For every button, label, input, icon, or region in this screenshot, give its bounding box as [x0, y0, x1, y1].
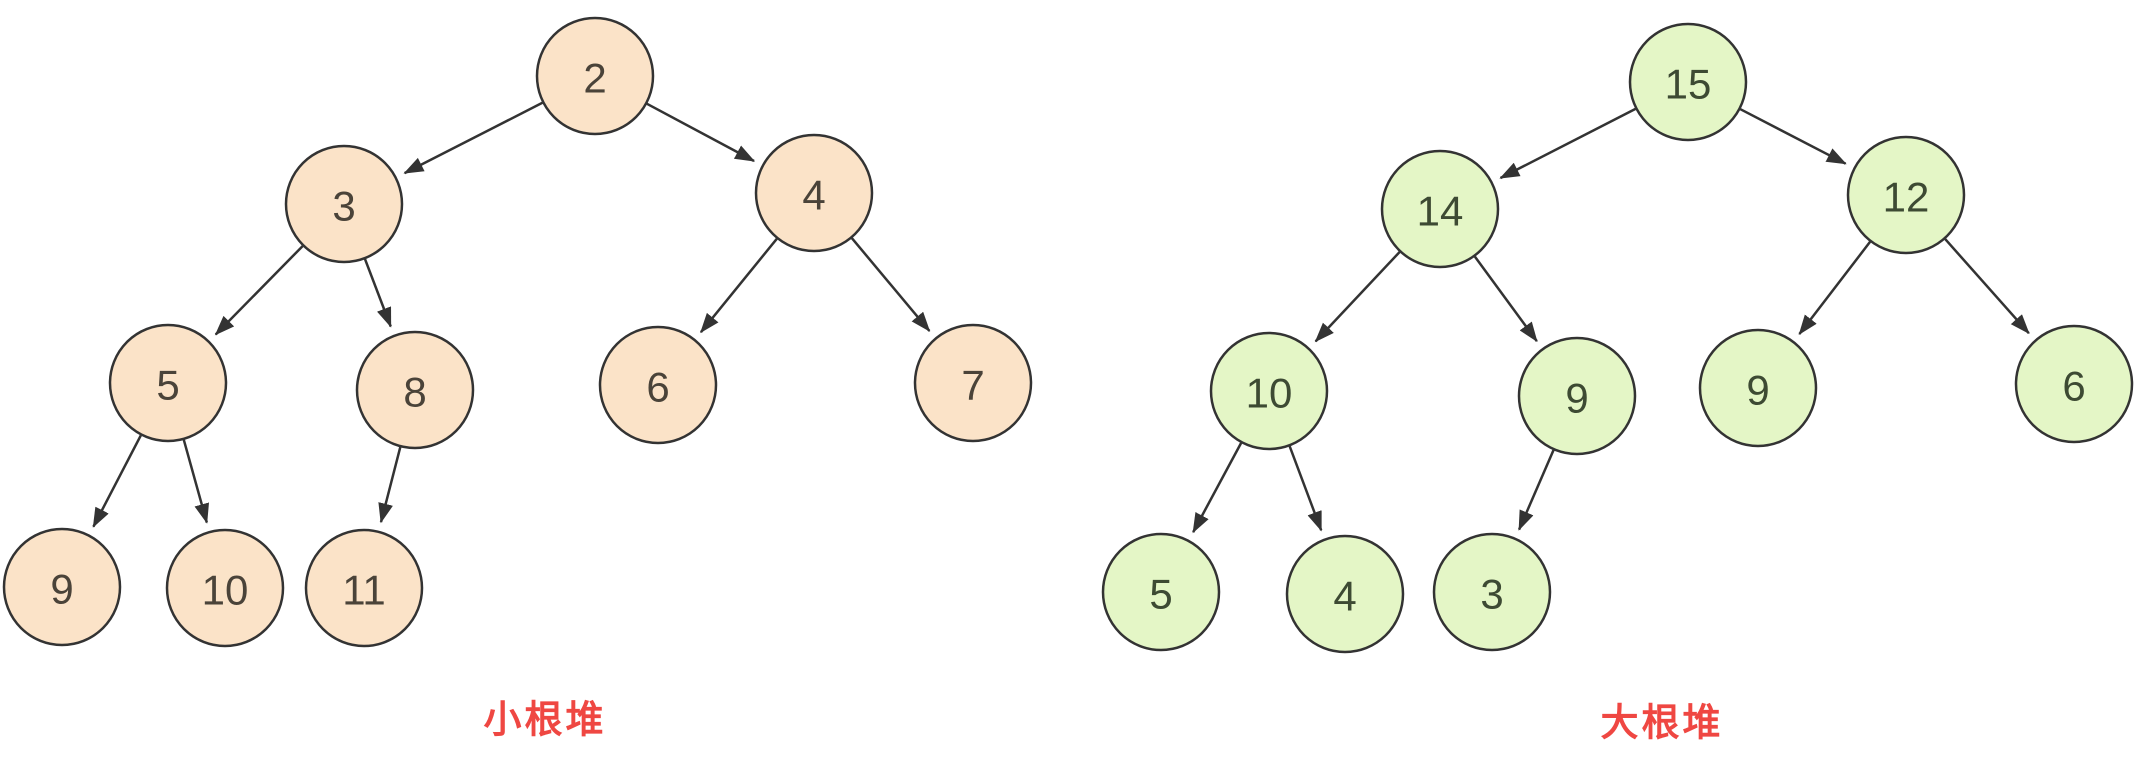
- node-value: 14: [1417, 188, 1464, 235]
- max-heap-node-5: [1101, 532, 1221, 652]
- edge-14-10: [1314, 251, 1401, 343]
- min-heap-node-5: [108, 323, 228, 443]
- min-heap-label: 小根堆: [483, 699, 607, 742]
- node-value: 7: [961, 362, 984, 409]
- max-heap-node-6: [2014, 324, 2134, 444]
- max-heap-node-15: [1628, 22, 1748, 142]
- node-value: 8: [403, 369, 426, 416]
- edge-12-6: [1944, 238, 2030, 335]
- node-value: 12: [1883, 174, 1930, 221]
- edge-10-4: [1288, 445, 1323, 532]
- min-heap-node-10: [165, 528, 285, 648]
- edge-2-4: [646, 102, 756, 163]
- min-heap-node-11: [304, 528, 424, 648]
- max-heap-label: 大根堆: [1600, 702, 1724, 745]
- edge-3-5: [214, 245, 304, 336]
- edge-2-3: [403, 101, 543, 175]
- edge-15-12: [1739, 108, 1847, 165]
- max-heap-node-9: [1517, 336, 1637, 456]
- min-heap-node-6: [598, 325, 718, 445]
- min-heap-node-3: [284, 144, 404, 264]
- min-heap-node-2: [535, 16, 655, 136]
- node-value: 10: [1246, 370, 1293, 417]
- max-heap-node-12: [1846, 135, 1966, 255]
- node-value: 15: [1665, 61, 1712, 108]
- max-heap-node-14: [1380, 149, 1500, 269]
- edge-4-6: [699, 238, 778, 334]
- node-value: 10: [202, 567, 249, 614]
- min-heap-node-4: [754, 133, 874, 253]
- node-value: 9: [1746, 367, 1769, 414]
- edge-8-11: [378, 446, 402, 524]
- min-heap-node-9: [2, 527, 122, 647]
- edge-5-9: [92, 434, 142, 528]
- node-value: 6: [646, 364, 669, 411]
- edge-5-10: [182, 439, 210, 524]
- min-heap-node-8: [355, 330, 475, 450]
- node-value: 4: [802, 172, 825, 219]
- min-heap-node-7: [913, 323, 1033, 443]
- edge-12-9: [1798, 241, 1872, 335]
- node-value: 5: [156, 362, 179, 409]
- node-value: 11: [342, 567, 386, 614]
- edge-14-9: [1473, 255, 1538, 343]
- node-value: 2: [583, 55, 606, 102]
- node-value: 9: [50, 566, 73, 613]
- node-value: 3: [332, 183, 355, 230]
- edge-3-8: [363, 258, 392, 328]
- max-heap-node-9: [1698, 328, 1818, 448]
- edge-4-7: [850, 237, 931, 332]
- node-value: 3: [1480, 571, 1503, 618]
- max-heap-node-10: [1209, 331, 1329, 451]
- edge-9-3: [1517, 449, 1555, 531]
- node-value: 5: [1149, 571, 1172, 618]
- edge-15-14: [1499, 107, 1637, 180]
- max-heap-tree: 15 14 12 10 9 9 6 5 4 3: [1101, 22, 2134, 654]
- min-heap-tree: 2 3 4 5 8 6 7 9 10 11: [2, 16, 1033, 648]
- max-heap-node-3: [1432, 532, 1552, 652]
- node-value: 9: [1565, 375, 1588, 422]
- edge-10-5: [1192, 442, 1243, 534]
- node-value: 4: [1333, 573, 1356, 620]
- node-value: 6: [2062, 363, 2085, 410]
- max-heap-node-4: [1285, 534, 1405, 654]
